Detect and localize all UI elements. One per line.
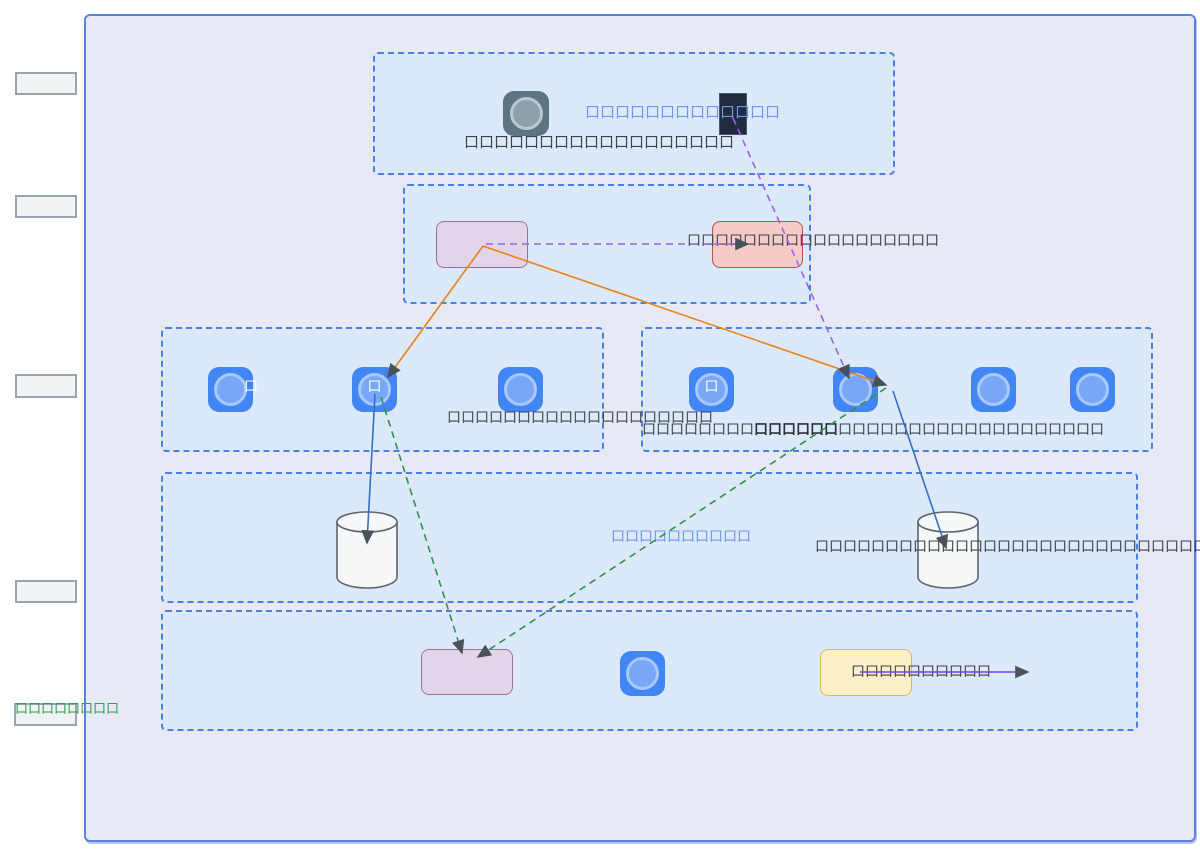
cluster-right-caption-bold: 口口口口口口 <box>754 422 838 438</box>
service-icon-blue-f1[interactable] <box>620 651 665 696</box>
edge-label-box-1[interactable] <box>15 72 77 95</box>
blue-icon-circle <box>839 373 872 406</box>
service-icon-blue-d3[interactable] <box>971 367 1016 412</box>
process-node-purple-output[interactable] <box>421 649 513 695</box>
service-icon-blue-c3[interactable] <box>498 367 543 412</box>
service-icon-slate[interactable] <box>503 91 549 136</box>
edge-label-box-4[interactable] <box>15 580 77 603</box>
edge-label-box-5[interactable] <box>14 703 77 726</box>
storage-blue-label: 口口口口口口口口口口 <box>611 529 751 545</box>
icon-glyph: 口 <box>704 379 719 395</box>
icon-badge-glyph: 口 <box>244 379 258 395</box>
service-icon-blue-d2[interactable] <box>833 367 878 412</box>
edge-label-green-text: 口口口口口口口口 <box>15 702 120 717</box>
cluster-right-caption-pre: 口口口口口口口口 <box>642 422 754 438</box>
service-icon-blue-d1[interactable]: 口 <box>689 367 734 412</box>
slate-icon-circle <box>510 97 543 130</box>
service-icon-blue-d4[interactable] <box>1070 367 1115 412</box>
cluster-right-caption: 口口口口口口口口口口口口口口口口口口口口口口口口口口口口口口口口口 <box>642 419 1104 439</box>
service-icon-blue-c1[interactable]: 口 <box>208 367 258 412</box>
icon-glyph: 口 <box>367 379 382 395</box>
cluster-right-caption-post: 口口口口口口口口口口口口口口口口口口口 <box>838 422 1104 438</box>
intro-blue-title: 口口口口口口口口口口口口口 <box>585 103 781 121</box>
edge-label-box-2[interactable] <box>15 195 77 218</box>
blue-icon-circle <box>626 657 659 690</box>
service-icon-blue-c2[interactable]: 口 <box>352 367 397 412</box>
blue-icon-circle <box>214 373 247 406</box>
blue-icon-circle <box>504 373 537 406</box>
blue-icon-circle <box>1076 373 1109 406</box>
output-label: 口口口口口口口口口口 <box>851 664 991 680</box>
edge-label-box-3[interactable] <box>15 374 77 398</box>
storage-caption: 口口口口口口口口口口口口口口口口口口口口口口口口口口口口口口 <box>815 539 1200 555</box>
database-cylinder-left[interactable] <box>335 510 399 590</box>
process-node-purple[interactable] <box>436 221 528 268</box>
intro-caption: 口口口口口口口口口口口口口口口口口口 <box>464 133 735 151</box>
blue-icon-circle <box>977 373 1010 406</box>
pipeline-label: 口口口口口口口口口口口口口口口口口口 <box>687 233 939 249</box>
